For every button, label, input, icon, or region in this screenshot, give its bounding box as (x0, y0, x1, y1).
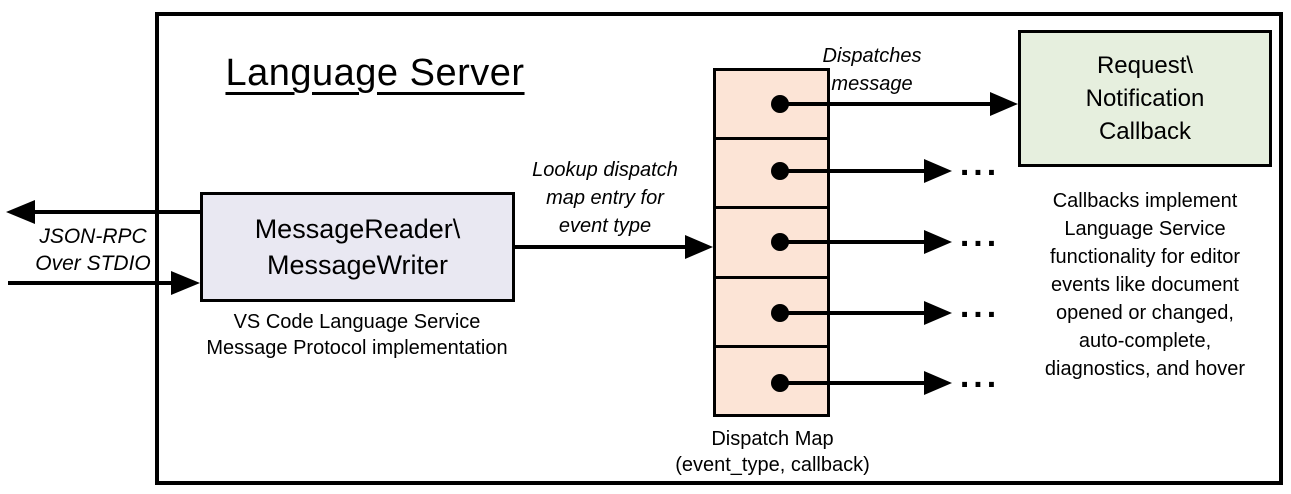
more-callbacks-ellipsis-4: ... (959, 357, 1001, 395)
lookup-label-line3: event type (558, 215, 652, 237)
reader-caption-line2: Message Protocol implementation (206, 337, 508, 359)
reader-box-line1: MessageReader\ (254, 214, 461, 244)
dispatch-map-cell-4 (716, 275, 827, 345)
reader-box-caption: VS Code Language Service Message Protoco… (177, 309, 537, 361)
diagram-title: Language Server (225, 52, 525, 94)
callbacks-note-line: Callbacks implement (1052, 190, 1238, 212)
reader-caption-line1: VS Code Language Service (233, 311, 481, 333)
reader-box-line2: MessageWriter (266, 250, 449, 280)
more-callbacks-ellipsis-2: ... (959, 216, 1001, 254)
callback-box-line3: Callback (1098, 118, 1192, 145)
more-callbacks-ellipsis-1: ... (959, 145, 1001, 183)
callbacks-note-line: events like document (1051, 274, 1239, 296)
language-server-boundary-box (155, 12, 1283, 485)
callbacks-note-line: Language Service (1064, 218, 1226, 240)
request-notification-callback-box: Request\ Notification Callback (1018, 30, 1272, 167)
dispatches-label-line1: Dispatches (822, 45, 922, 67)
callback-box-line2: Notification (1085, 85, 1205, 112)
lookup-label-line1: Lookup dispatch (532, 159, 678, 181)
lookup-dispatch-label: Lookup dispatch map entry for event type (510, 156, 700, 240)
dispatch-map-cell-3 (716, 206, 827, 275)
dispatch-map-caption: Dispatch Map (event_type, callback) (650, 426, 895, 478)
dispatch-map-cell-2 (716, 137, 827, 206)
callback-box-line1: Request\ (1096, 52, 1194, 79)
dispatch-map-cell-5 (716, 344, 827, 414)
dispatches-message-label: Dispatches message (792, 42, 952, 98)
json-rpc-stdio-label: JSON-RPC Over STDIO (18, 223, 168, 277)
callbacks-note-line: opened or changed, (1056, 302, 1234, 324)
dispatch-map-table (713, 68, 830, 417)
json-rpc-label-line1: JSON-RPC (39, 225, 147, 248)
callbacks-note-line: auto-complete, (1078, 330, 1212, 352)
dispatch-caption-line2: (event_type, callback) (675, 454, 870, 476)
dispatches-label-line2: message (831, 73, 913, 95)
dispatch-caption-line1: Dispatch Map (711, 428, 834, 450)
message-reader-writer-box: MessageReader\ MessageWriter (200, 192, 515, 302)
json-rpc-label-line2: Over STDIO (35, 252, 151, 275)
callbacks-note-line: functionality for editor (1049, 246, 1241, 268)
more-callbacks-ellipsis-3: ... (959, 287, 1001, 325)
lookup-label-line2: map entry for (546, 187, 664, 209)
callbacks-note-line: diagnostics, and hover (1044, 358, 1246, 380)
callbacks-note: Callbacks implement Language Service fun… (1020, 187, 1270, 383)
